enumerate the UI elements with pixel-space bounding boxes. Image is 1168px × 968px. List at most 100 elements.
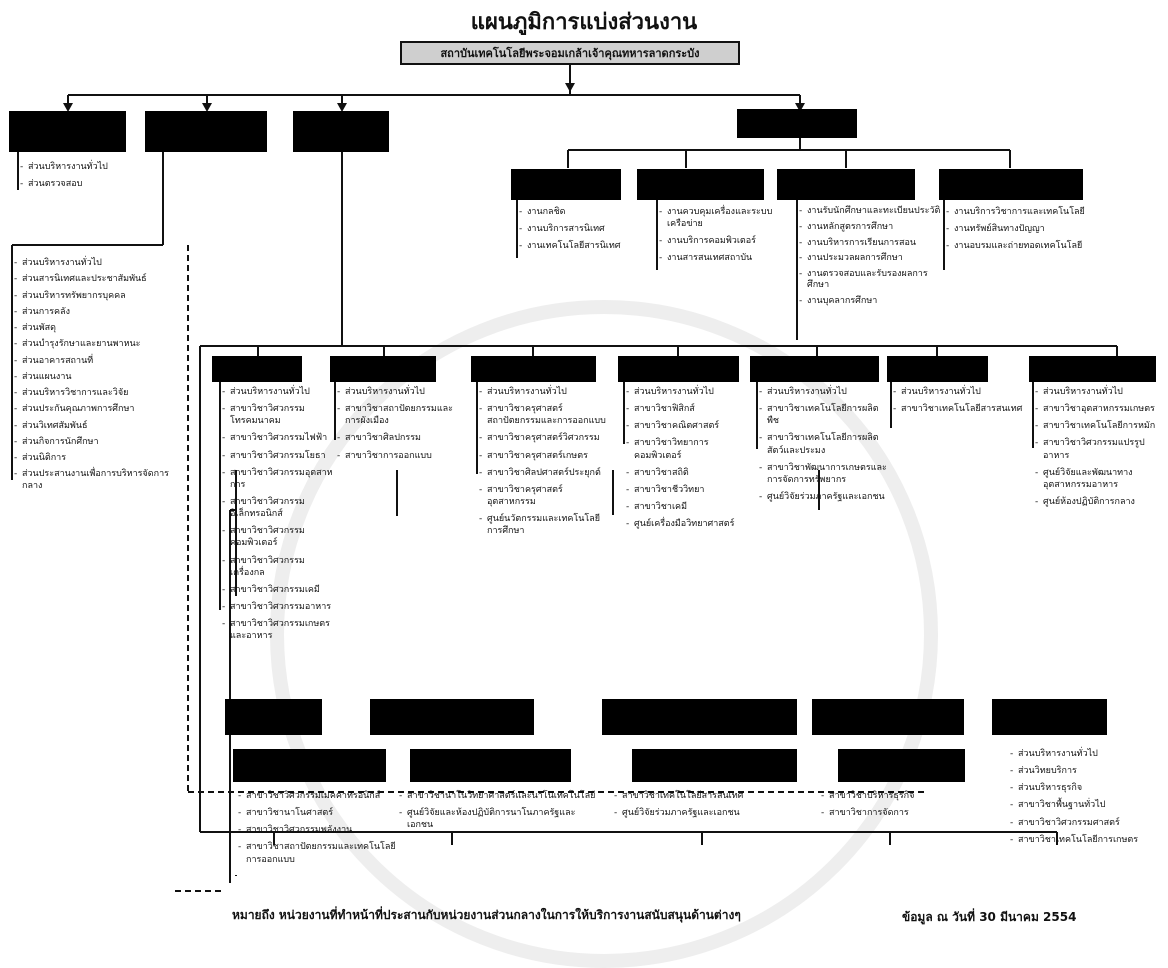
list-item: สาขาวิชาศิลปศาสตร์ประยุกต์ [479, 467, 607, 479]
node-box [293, 111, 389, 152]
list-item: สาขาวิชาเคมี [626, 501, 751, 513]
node-box [632, 749, 797, 782]
node-box [511, 169, 621, 200]
list-item: สาขาวิชาเทคโนโลยีการหมัก [1035, 420, 1165, 432]
node-box [737, 109, 857, 138]
list-item: ส่วนวิเทศสัมพันธ์ [14, 421, 169, 433]
unit-list: ส่วนบริหารงานทั่วไปสาขาวิชาเทคโนโลยีสารส… [893, 386, 1023, 420]
list-item: งานควบคุมเครื่องและระบบเครือข่าย [659, 206, 777, 230]
list-item: งานบุคลากรศึกษา [799, 296, 949, 307]
list-item: ส่วนบริหารธุรกิจ [1010, 782, 1160, 794]
list-item: สาขาวิชาวิศวกรรมโยธา [222, 450, 337, 462]
list-item: สาขาวิชาครุศาสตร์อุตสาหกรรม [479, 484, 607, 508]
list-item: สาขาวิชาวิศวกรรมโทรคมนาคม [222, 403, 337, 427]
data-date: ข้อมูล ณ วันที่ 30 มีนาคม 2554 [902, 910, 1077, 924]
list-item: สาขาวิชาครุศาสตร์สถาปัตยกรรมและการออกแบบ [479, 403, 607, 427]
node-box [145, 111, 267, 152]
root-node: สถาบันเทคโนโลยีพระจอมเกล้าเจ้าคุณทหารลาด… [400, 41, 740, 65]
list-item: ส่วนแผนงาน [14, 372, 169, 384]
node-box [370, 699, 534, 735]
node-box [225, 699, 322, 735]
node-box [212, 356, 302, 382]
list-item: สาขาวิชาวิศวกรรมเครื่องกล [222, 555, 337, 579]
list-item: ศูนย์วิจัยร่วมภาครัฐและเอกชน [614, 807, 809, 819]
list-item: สาขาวิชาคณิตศาสตร์ [626, 420, 751, 432]
list-item: สาขาวิชาอุตสาหกรรมเกษตร [1035, 403, 1165, 415]
list-item: ส่วนสารนิเทศและประชาสัมพันธ์ [14, 274, 169, 286]
list-item: ส่วนกิจการนักศึกษา [14, 437, 169, 449]
list-item: สาขาวิชาวิศวกรรมเมคคาทรอนิกส์ [238, 790, 398, 802]
list-item: สาขาวิชาการออกแบบ [337, 450, 467, 462]
node-box [618, 356, 739, 382]
list-item: ส่วนประสานงานเพื่อการบริหารจัดการกลาง [14, 469, 169, 492]
list-item: ส่วนวิทยบริการ [1010, 765, 1160, 777]
node-box [992, 699, 1107, 735]
list-item: สาขาวิชาเทคโนโลยีการผลิตพืช [759, 403, 887, 427]
node-box [9, 111, 126, 152]
list-item: งานสารสนเทศสถาบัน [659, 252, 777, 264]
list-item: งานบริการวิชาการและเทคโนโลยี [946, 206, 1106, 218]
node-box [602, 699, 797, 735]
node-box [1029, 356, 1156, 382]
list-item: ส่วนบริหารวิชาการและวิจัย [14, 388, 169, 400]
list-item: สาขาวิชาวิศวกรรมอาหาร [222, 601, 337, 613]
list-item: ส่วนอาคารสถานที่ [14, 356, 169, 368]
unit-list: สาขาวิชาบริหารธุรกิจสาขาวิชาการจัดการ [821, 790, 976, 824]
list-item: ส่วนบริหารงานทั่วไป [337, 386, 467, 398]
list-item: ส่วนการคลัง [14, 307, 169, 319]
node-box [812, 699, 964, 735]
list-item: สาขาวิชานาโนศาสตร์ [238, 807, 398, 819]
unit-list: ส่วนบริหารงานทั่วไปสาขาวิชาวิศวกรรมโทรคม… [222, 386, 337, 647]
unit-list: สาขาวิชานาโนวิทยาศาสตร์และนาโนเทคโนโลยีศ… [399, 790, 599, 836]
unit-list: สาขาวิชาเทคโนโลยีสารสนเทศศูนย์วิจัยร่วมภ… [614, 790, 809, 824]
list-item: งานกลชิด [519, 206, 631, 218]
unit-list: ส่วนบริหารงานทั่วไปสาขาวิชาสถาปัตยกรรมแล… [337, 386, 467, 467]
list-item: ศูนย์ห้องปฏิบัติการกลาง [1035, 496, 1165, 508]
list-item: สาขาวิชาพัฒนาการเกษตรและการจัดการทรัพยาก… [759, 462, 887, 486]
unit-list: งานควบคุมเครื่องและระบบเครือข่ายงานบริกา… [659, 206, 777, 270]
list-item: สาขาวิชาวิศวกรรมแปรรูปอาหาร [1035, 437, 1165, 461]
list-item: สาขาวิชานาโนวิทยาศาสตร์และนาโนเทคโนโลยี [399, 790, 599, 802]
list-item: งานทรัพย์สินทางปัญญา [946, 223, 1106, 235]
list-item: สาขาวิชาเทคโนโลยีการผลิตสัตว์และประมง [759, 432, 887, 456]
list-item: สาขาวิชาสถาปัตยกรรมและการผังเมือง [337, 403, 467, 427]
list-item: สาขาวิชาวิศวกรรมเกษตรและอาหาร [222, 618, 337, 642]
unit-list: ส่วนบริหารงานทั่วไปส่วนสารนิเทศและประชาส… [14, 258, 169, 497]
list-item: ส่วนบริหารงานทั่วไป [20, 161, 140, 173]
list-item: สาขาวิชาวิศวกรรมศาสตร์ [1010, 817, 1160, 829]
unit-list: ส่วนบริหารงานทั่วไปส่วนตรวจสอบ [20, 161, 140, 195]
list-item: ศูนย์วิจัยร่วมภาครัฐและเอกชน [759, 491, 887, 503]
list-item: สาขาวิชาวิศวกรรมพลังงาน [238, 824, 398, 836]
org-chart: แผนภูมิการแบ่งส่วนงาน สถาบันเทคโนโลยีพระ… [0, 0, 1168, 939]
unit-list: ส่วนบริหารงานทั่วไปส่วนวิทยบริการส่วนบริ… [1010, 748, 1160, 851]
node-box [330, 356, 436, 382]
unit-list: ส่วนบริหารงานทั่วไปสาขาวิชาอุตสาหกรรมเกษ… [1035, 386, 1165, 513]
list-item: ส่วนบริหารงานทั่วไป [626, 386, 751, 398]
list-item: ศูนย์นวัตกรรมและเทคโนโลยีการศึกษา [479, 513, 607, 537]
list-item: สาขาวิชาครุศาสตร์วิศวกรรม [479, 432, 607, 444]
list-item: สาขาวิชาศิลปกรรม [337, 432, 467, 444]
node-box [838, 749, 965, 782]
unit-list: งานกลชิดงานบริการสารนิเทศงานเทคโนโลยีสาร… [519, 206, 631, 257]
list-item: ศูนย์เครื่องมือวิทยาศาสตร์ [626, 518, 751, 530]
list-item: ส่วนนิติการ [14, 453, 169, 465]
list-item: ส่วนตรวจสอบ [20, 178, 140, 190]
unit-list: ส่วนบริหารงานทั่วไปสาขาวิชาฟิสิกส์สาขาวิ… [626, 386, 751, 535]
unit-list: งานบริการวิชาการและเทคโนโลยีงานทรัพย์สิน… [946, 206, 1106, 257]
node-box [410, 749, 571, 782]
list-item: ส่วนบริหารงานทั่วไป [893, 386, 1023, 398]
list-item: งานบริการคอมพิวเตอร์ [659, 235, 777, 247]
list-item: สาขาวิชาเทคโนโลยีการเกษตร [1010, 834, 1160, 846]
list-item: สาขาวิชาสถาปัตยกรรมและเทคโนโลยีการออกแบบ [238, 841, 398, 865]
list-item: ส่วนบริหารงานทั่วไป [222, 386, 337, 398]
list-item: สาขาวิชาการจัดการ [821, 807, 976, 819]
list-item: ส่วนประกันคุณภาพการศึกษา [14, 404, 169, 416]
list-item: ส่วนพัสดุ [14, 323, 169, 335]
node-box [233, 749, 386, 782]
node-box [750, 356, 879, 382]
list-item: สาขาวิชาครุศาสตร์เกษตร [479, 450, 607, 462]
node-box [939, 169, 1083, 200]
list-item: งานอบรมและถ่ายทอดเทคโนโลยี [946, 240, 1106, 252]
legend-note: หมายถึง หน่วยงานที่ทำหน้าที่ประสานกับหน่… [232, 908, 741, 922]
list-item: งานหลักสูตรการศึกษา [799, 222, 949, 233]
